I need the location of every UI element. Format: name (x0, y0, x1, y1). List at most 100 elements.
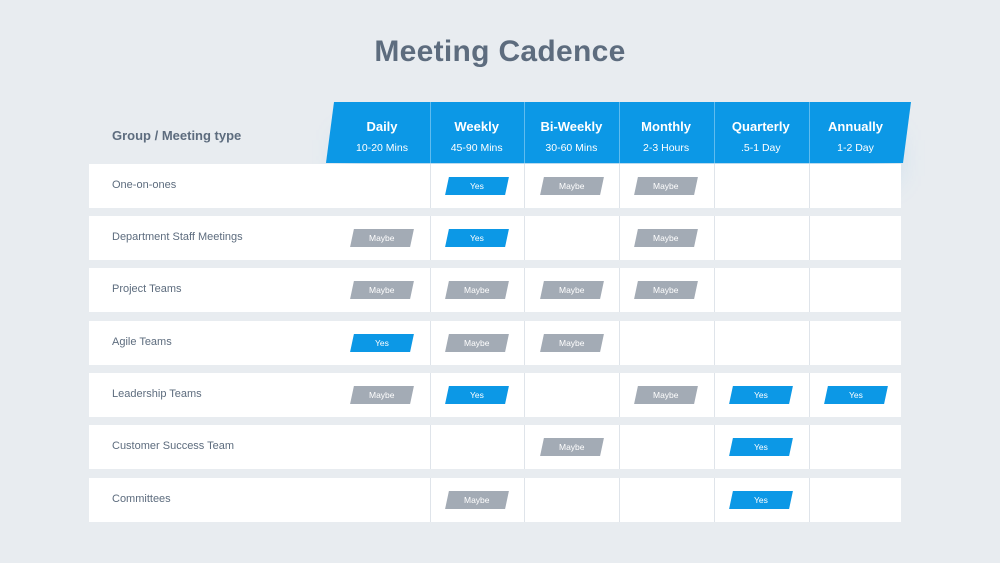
column-header-weekly: Weekly 45-90 Mins (430, 102, 524, 163)
maybe-badge: Maybe (350, 229, 414, 247)
row-label: Leadership Teams (112, 388, 202, 400)
column-duration: 10-20 Mins (356, 142, 408, 154)
row-label: Agile Teams (112, 336, 172, 348)
column-name: Monthly (641, 119, 691, 134)
column-divider (714, 321, 715, 365)
maybe-badge: Maybe (445, 334, 509, 352)
badge-text: Maybe (369, 390, 395, 400)
column-header-bi-weekly: Bi-Weekly 30-60 Mins (524, 102, 618, 163)
badge-text: Maybe (464, 495, 490, 505)
maybe-badge: Maybe (634, 281, 698, 299)
header-divider (809, 102, 810, 163)
column-divider (524, 164, 525, 208)
maybe-badge: Maybe (350, 386, 414, 404)
badge-text: Maybe (464, 338, 490, 348)
column-divider (714, 216, 715, 260)
column-duration: .5-1 Day (740, 142, 781, 154)
yes-badge: Yes (824, 386, 888, 404)
column-divider (430, 164, 431, 208)
row-label: Customer Success Team (112, 440, 235, 452)
table-row: Leadership Teams Maybe Yes Maybe Yes Yes (89, 373, 901, 417)
maybe-badge: Maybe (634, 177, 698, 195)
badge-text: Maybe (559, 338, 585, 348)
yes-badge: Yes (729, 438, 793, 456)
maybe-badge: Maybe (445, 281, 509, 299)
table-row: One-on-ones Yes Maybe Maybe (89, 164, 901, 208)
column-divider (619, 425, 620, 469)
maybe-badge: Maybe (445, 491, 509, 509)
badge-text: Yes (470, 233, 484, 243)
maybe-badge: Maybe (634, 229, 698, 247)
yes-badge: Yes (445, 386, 509, 404)
column-duration: 30-60 Mins (545, 142, 598, 154)
column-divider (430, 321, 431, 365)
yes-badge: Yes (350, 334, 414, 352)
column-divider (809, 425, 810, 469)
column-divider (809, 373, 810, 417)
column-divider (524, 373, 525, 417)
column-divider (430, 268, 431, 312)
badge-text: Yes (754, 495, 768, 505)
column-divider (619, 478, 620, 522)
badge-text: Maybe (369, 233, 395, 243)
column-divider (524, 425, 525, 469)
column-divider (430, 478, 431, 522)
badge-text: Yes (849, 390, 863, 400)
column-name: Bi-Weekly (540, 119, 603, 134)
yes-badge: Yes (445, 177, 509, 195)
maybe-badge: Maybe (540, 177, 604, 195)
column-divider (430, 216, 431, 260)
badge-text: Yes (470, 181, 484, 191)
yes-badge: Yes (445, 229, 509, 247)
badge-text: Yes (754, 390, 768, 400)
header-divider (619, 102, 620, 163)
column-divider (809, 478, 810, 522)
maybe-badge: Maybe (634, 386, 698, 404)
row-label: Department Staff Meetings (112, 231, 243, 243)
row-label: Project Teams (112, 283, 182, 295)
badge-text: Yes (375, 338, 389, 348)
badge-text: Maybe (369, 285, 395, 295)
header-divider (430, 102, 431, 163)
badge-text: Maybe (653, 233, 679, 243)
header-divider (714, 102, 715, 163)
column-name: Weekly (454, 119, 499, 134)
yes-badge: Yes (729, 491, 793, 509)
group-meeting-type-label: Group / Meeting type (112, 128, 242, 143)
header-divider (524, 102, 525, 163)
column-name: Quarterly (731, 119, 790, 134)
column-divider (809, 321, 810, 365)
column-name: Daily (366, 119, 398, 134)
maybe-badge: Maybe (540, 334, 604, 352)
badge-text: Maybe (653, 181, 679, 191)
maybe-badge: Maybe (540, 281, 604, 299)
column-divider (619, 164, 620, 208)
column-header-quarterly: Quarterly .5-1 Day (714, 102, 808, 163)
badge-text: Maybe (653, 390, 679, 400)
column-divider (809, 216, 810, 260)
column-divider (524, 216, 525, 260)
badge-text: Maybe (559, 285, 585, 295)
column-divider (524, 478, 525, 522)
column-divider (714, 268, 715, 312)
column-duration: 45-90 Mins (450, 142, 503, 154)
table-row: Project Teams Maybe Maybe Maybe Maybe (89, 268, 901, 312)
column-divider (714, 478, 715, 522)
column-divider (524, 268, 525, 312)
frequency-header-band (326, 102, 911, 163)
column-header-monthly: Monthly 2-3 Hours (619, 102, 713, 163)
badge-text: Yes (754, 442, 768, 452)
column-divider (714, 164, 715, 208)
table-row: Agile Teams Yes Maybe Maybe (89, 321, 901, 365)
badge-text: Maybe (559, 181, 585, 191)
badge-text: Maybe (653, 285, 679, 295)
row-label: One-on-ones (112, 179, 177, 191)
yes-badge: Yes (729, 386, 793, 404)
column-divider (430, 373, 431, 417)
column-divider (714, 373, 715, 417)
column-duration: 2-3 Hours (643, 142, 690, 154)
column-duration: 1-2 Day (837, 142, 874, 154)
